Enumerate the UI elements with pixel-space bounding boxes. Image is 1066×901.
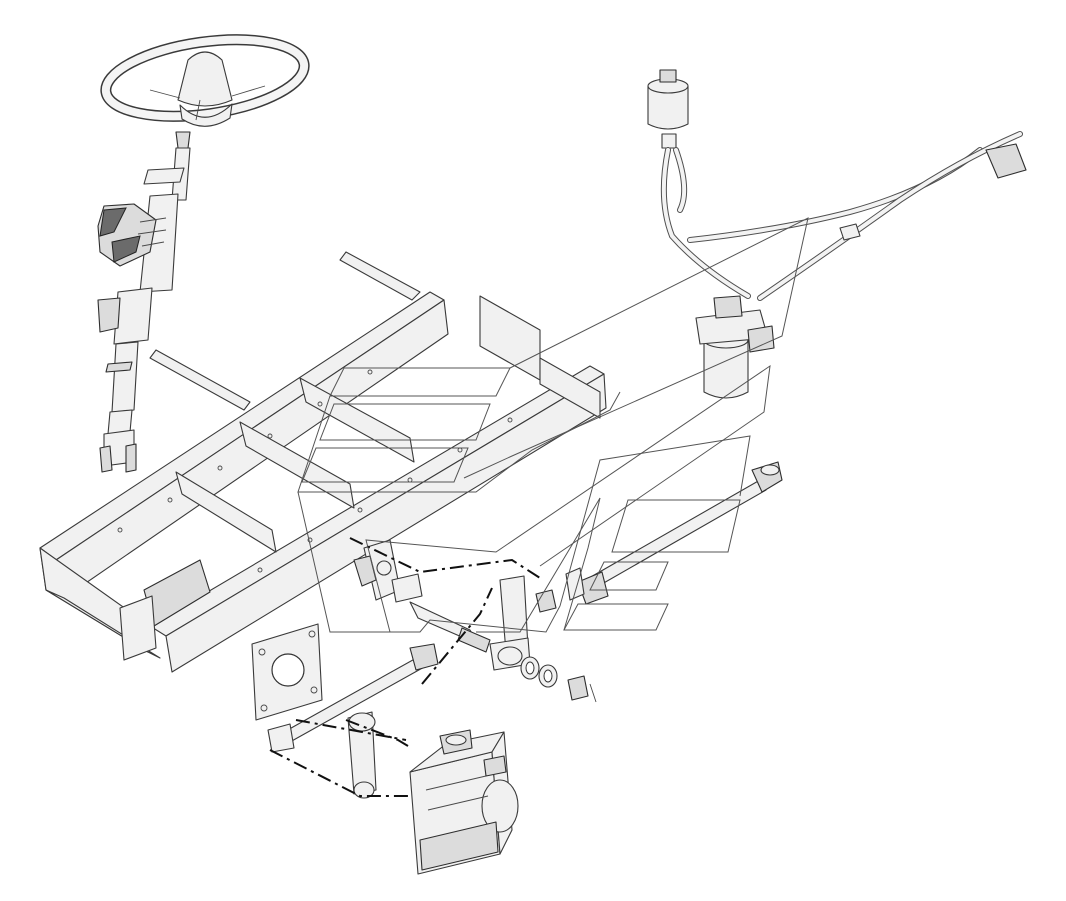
callout-box-1 [329, 367, 511, 397]
gear-mounting-plate [251, 623, 323, 721]
callout-boxes [301, 367, 741, 631]
callout-box-6 [563, 603, 669, 631]
assembly-lines [269, 537, 541, 797]
callout-box-4 [611, 499, 741, 553]
callout-box-3 [301, 447, 469, 483]
hydraulic-pump [695, 295, 775, 399]
hoses [660, 131, 1027, 301]
steering-gear [409, 729, 519, 875]
bracket [353, 539, 423, 603]
reservoir [647, 69, 689, 149]
steering-wheel [100, 34, 310, 149]
steering-arm [409, 575, 557, 671]
leader-lines [297, 217, 809, 633]
tie-rod [565, 461, 783, 605]
washers-nut [520, 656, 597, 703]
drag-link [267, 643, 439, 753]
frame [39, 251, 607, 673]
callout-box-5 [589, 561, 669, 591]
pitman-arm [347, 711, 377, 799]
steering-column [97, 147, 191, 473]
callout-box-2 [319, 403, 491, 441]
